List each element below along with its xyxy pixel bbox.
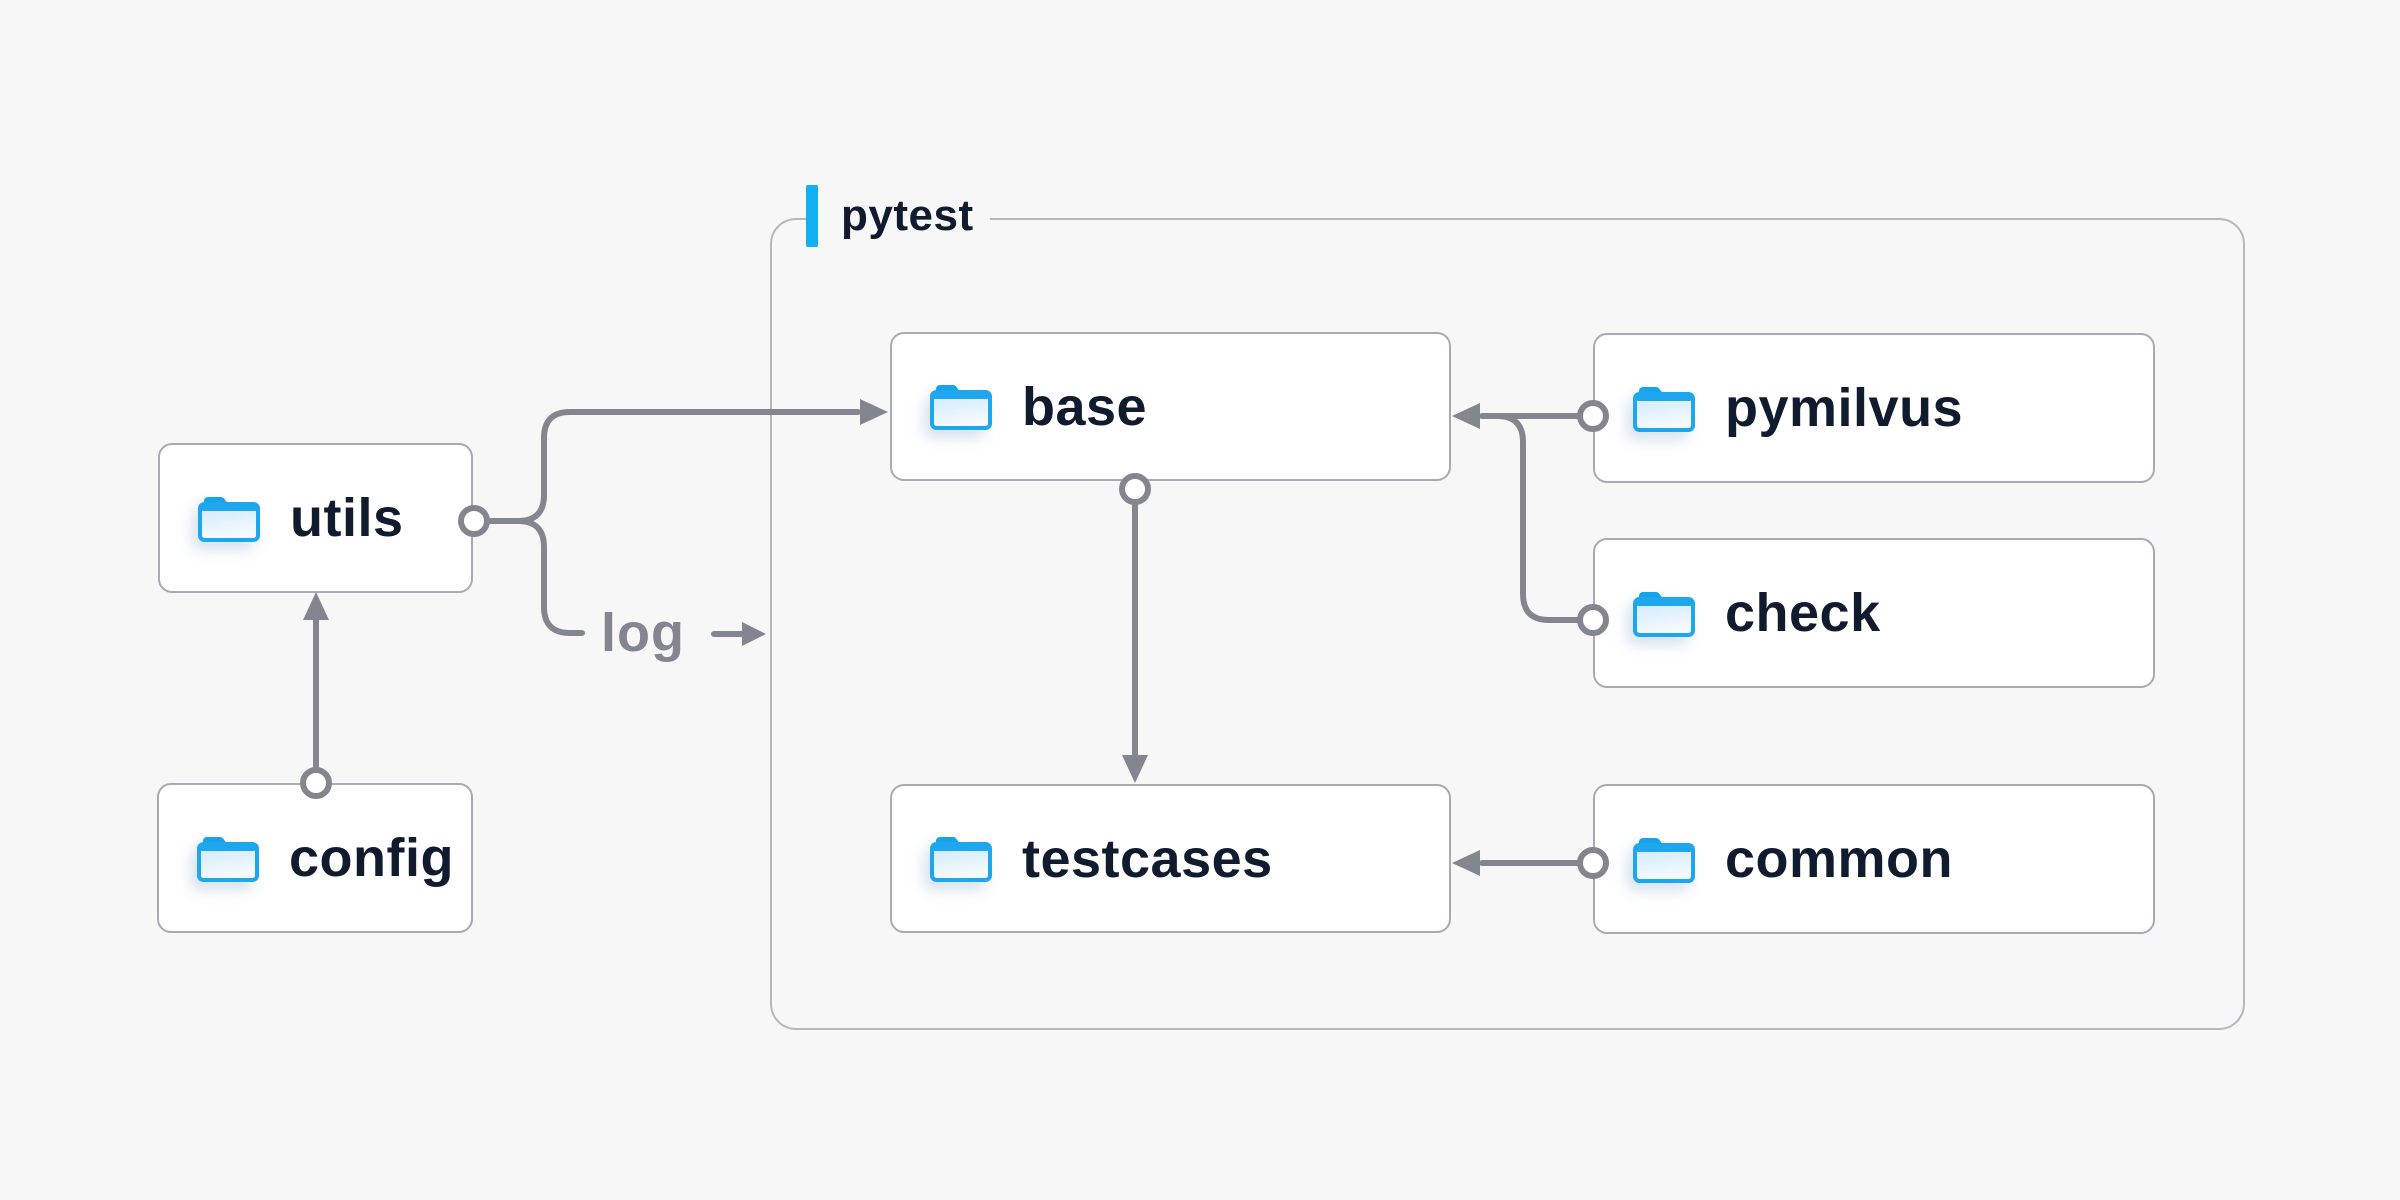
node-label: config <box>289 828 454 888</box>
node-config: config <box>157 783 473 933</box>
folder-top-bar <box>199 843 257 851</box>
folder-top-bar <box>200 503 258 511</box>
node-utils: utils <box>158 443 473 593</box>
node-label: check <box>1725 583 1881 643</box>
log-arrowhead-right <box>742 622 766 646</box>
folder-icon <box>930 385 992 430</box>
folder-top-bar <box>1635 393 1693 401</box>
arrowhead-up <box>303 592 329 620</box>
folder-top-bar <box>932 844 990 851</box>
folder-icon <box>930 837 992 882</box>
accent-bar <box>806 185 818 247</box>
folder-icon <box>1633 591 1695 637</box>
node-label: testcases <box>1022 828 1273 889</box>
folder-top-bar <box>1635 598 1693 606</box>
node-label: pymilvus <box>1725 378 1964 438</box>
node-label: common <box>1725 829 1954 889</box>
folder-top-bar <box>932 392 990 399</box>
folder-icon <box>197 836 259 882</box>
edge-line <box>515 518 585 636</box>
node-label: utils <box>290 488 404 548</box>
group-title: pytest <box>841 191 974 240</box>
folder-top-bar <box>1635 844 1693 852</box>
edge-config-to-utils <box>300 592 332 799</box>
folder-icon <box>198 496 260 542</box>
node-check: check <box>1593 538 2155 688</box>
node-pymilvus: pymilvus <box>1593 333 2155 483</box>
node-label: base <box>1022 376 1148 437</box>
edge-label-log: log <box>601 603 685 663</box>
node-testcases: testcases <box>890 784 1451 933</box>
node-base: base <box>890 332 1451 481</box>
pytest-group-box <box>770 218 2245 1030</box>
folder-icon <box>1633 386 1695 432</box>
node-common: common <box>1593 784 2155 934</box>
pytest-group-label: pytest <box>806 184 990 248</box>
folder-icon <box>1633 837 1695 883</box>
